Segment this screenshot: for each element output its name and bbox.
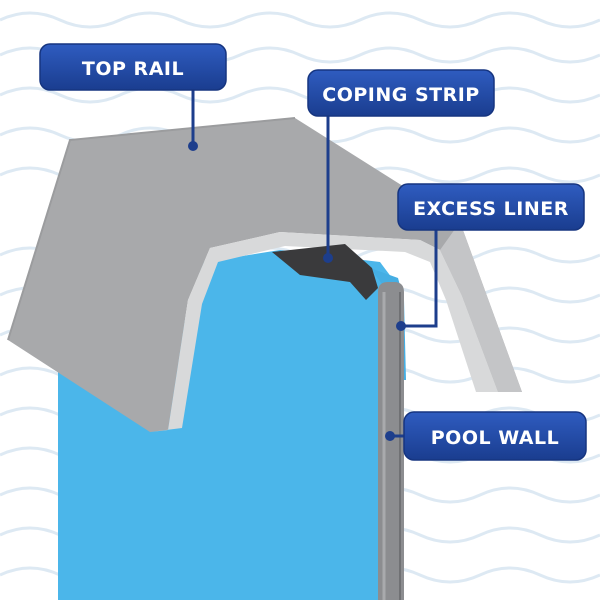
- top-rail: [8, 118, 522, 432]
- dot-top-rail: [188, 141, 198, 151]
- callout-pool-wall: POOL WALL: [403, 411, 587, 461]
- dot-coping-strip: [323, 253, 333, 263]
- top-rail-side: [440, 222, 522, 392]
- callout-top-rail: TOP RAIL: [39, 43, 227, 91]
- leader-excess-liner: [404, 230, 438, 328]
- dot-excess-liner: [396, 321, 406, 331]
- callout-excess-liner: EXCESS LINER: [397, 183, 585, 231]
- coping-strip: [272, 244, 378, 300]
- callout-coping-strip: COPING STRIP: [307, 69, 495, 117]
- label-top-rail: TOP RAIL: [82, 58, 184, 80]
- dot-pool-wall: [385, 431, 395, 441]
- leader-dots: [188, 141, 406, 441]
- label-pool-wall: POOL WALL: [431, 427, 559, 449]
- top-rail-ridge: [7, 117, 296, 341]
- label-coping-strip: COPING STRIP: [322, 84, 479, 106]
- label-excess-liner: EXCESS LINER: [413, 198, 569, 220]
- leader-lines: [191, 85, 438, 438]
- pool-liner: [58, 250, 395, 600]
